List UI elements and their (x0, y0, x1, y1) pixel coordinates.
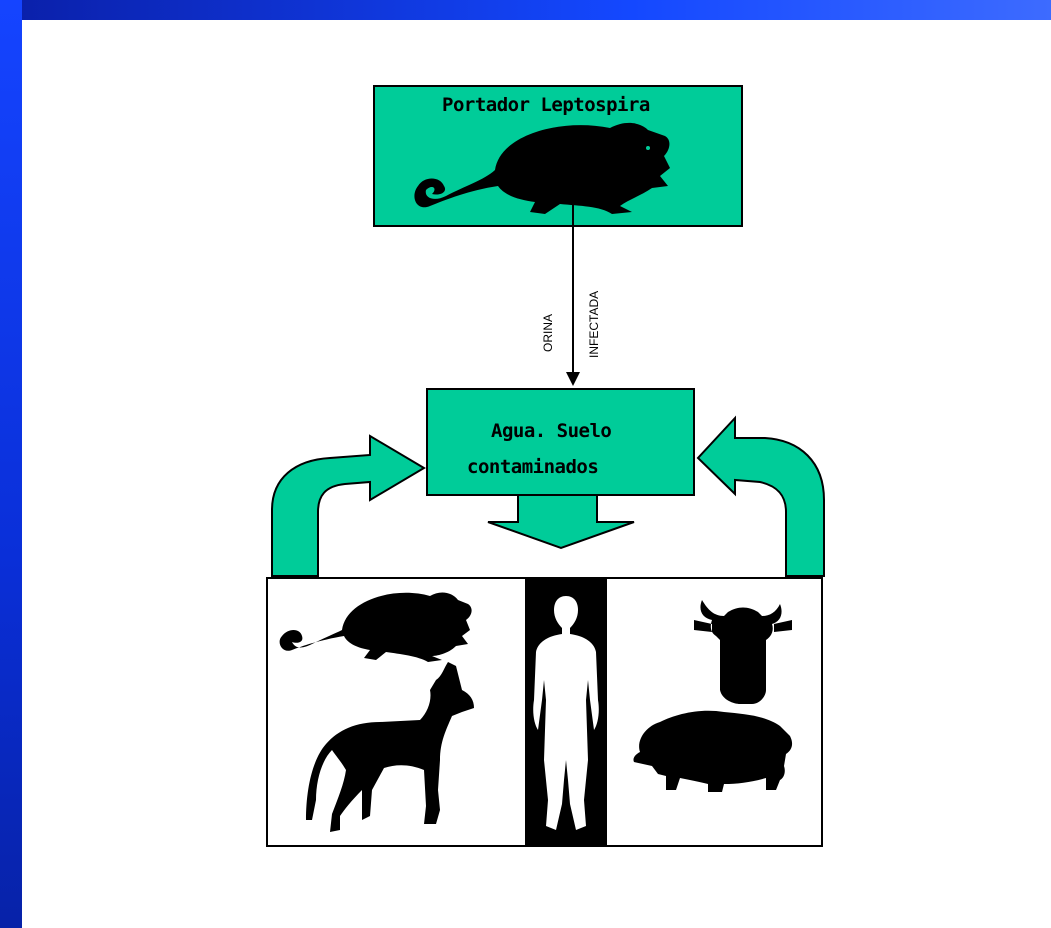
dog-icon (306, 662, 474, 832)
cow-icon (694, 600, 792, 704)
rat-icon (279, 592, 472, 662)
carrier-label: Portador Leptospira (442, 94, 650, 116)
left-curved-arrow (271, 434, 426, 577)
vertical-arrow (566, 200, 580, 386)
human-icon (525, 578, 607, 845)
down-arrow (487, 494, 635, 550)
pig-icon (633, 710, 793, 792)
slide-left-band (0, 0, 22, 928)
right-curved-arrow (696, 415, 825, 577)
environment-label-line2: contaminados (467, 456, 599, 478)
environment-box (426, 388, 695, 496)
slide-top-band (0, 0, 1051, 20)
rat-icon (414, 122, 670, 214)
environment-label-line1: Agua. Suelo (491, 420, 612, 442)
